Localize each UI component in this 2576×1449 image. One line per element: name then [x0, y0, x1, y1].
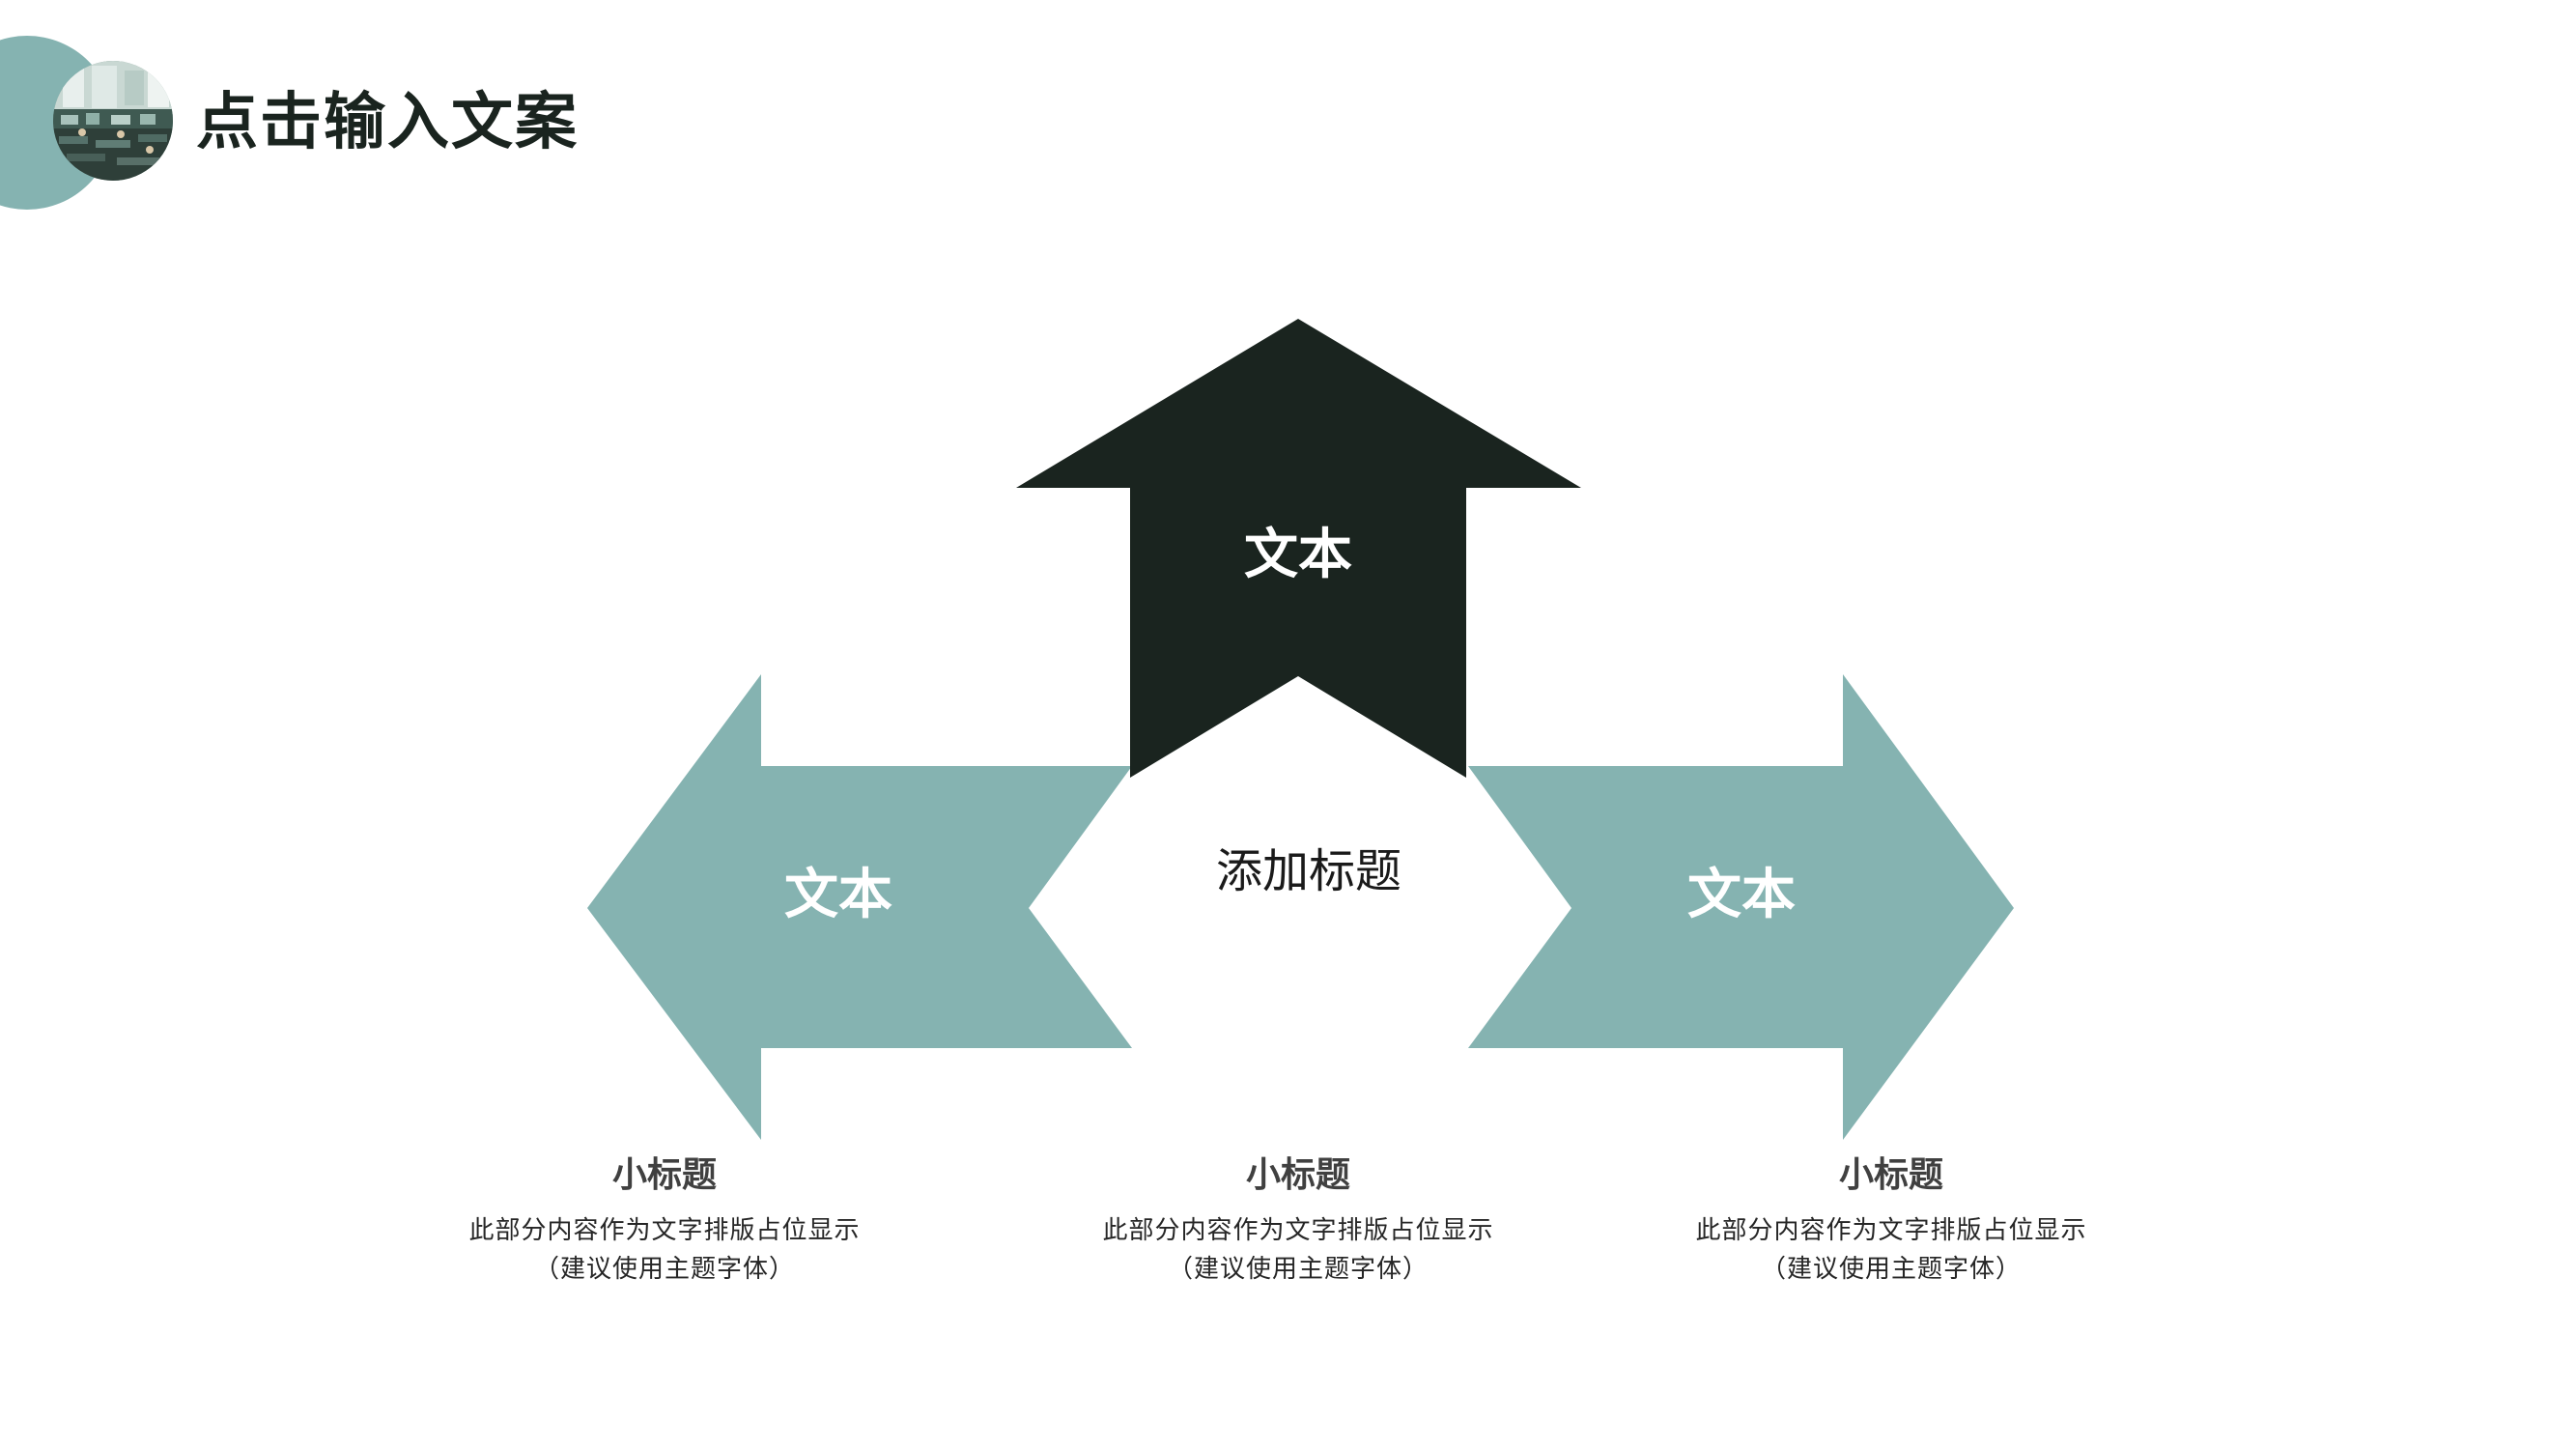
caption-left-title: 小标题: [611, 1155, 717, 1195]
caption-center-line1: 此部分内容作为文字排版占位显示: [1102, 1216, 1494, 1245]
caption-left-line1: 此部分内容作为文字排版占位显示: [468, 1216, 861, 1245]
caption-right-body: 此部分内容作为文字排版占位显示 （建议使用主题字体）: [1659, 1211, 2123, 1289]
office-photo-icon: [53, 61, 173, 181]
office-photo-image: [53, 61, 173, 181]
caption-center-body: 此部分内容作为文字排版占位显示 （建议使用主题字体）: [1066, 1211, 1530, 1289]
arrow-right-label: 文本: [1687, 864, 1796, 926]
page-header: 点击输入文案: [0, 0, 773, 222]
caption-center-line2: （建议使用主题字体）: [1167, 1255, 1429, 1284]
caption-right: 小标题 此部分内容作为文字排版占位显示 （建议使用主题字体）: [1659, 1151, 2123, 1289]
caption-center-title: 小标题: [1245, 1155, 1350, 1195]
caption-left-body: 此部分内容作为文字排版占位显示 （建议使用主题字体）: [433, 1211, 896, 1289]
arrow-right-shape: [1468, 674, 2014, 1140]
arrow-up-shape: [1016, 319, 1581, 778]
caption-right-line1: 此部分内容作为文字排版占位显示: [1695, 1216, 2087, 1245]
caption-left: 小标题 此部分内容作为文字排版占位显示 （建议使用主题字体）: [433, 1151, 896, 1289]
arrow-left-label: 文本: [784, 864, 892, 926]
center-title: 添加标题: [1216, 844, 1401, 898]
caption-center: 小标题 此部分内容作为文字排版占位显示 （建议使用主题字体）: [1066, 1151, 1530, 1289]
arrow-up-label: 文本: [1244, 524, 1352, 586]
caption-right-title: 小标题: [1838, 1155, 1943, 1195]
page-title: 点击输入文案: [196, 87, 579, 158]
caption-left-line2: （建议使用主题字体）: [533, 1255, 795, 1284]
arrow-left-shape: [587, 674, 1132, 1140]
caption-right-line2: （建议使用主题字体）: [1760, 1255, 2022, 1284]
